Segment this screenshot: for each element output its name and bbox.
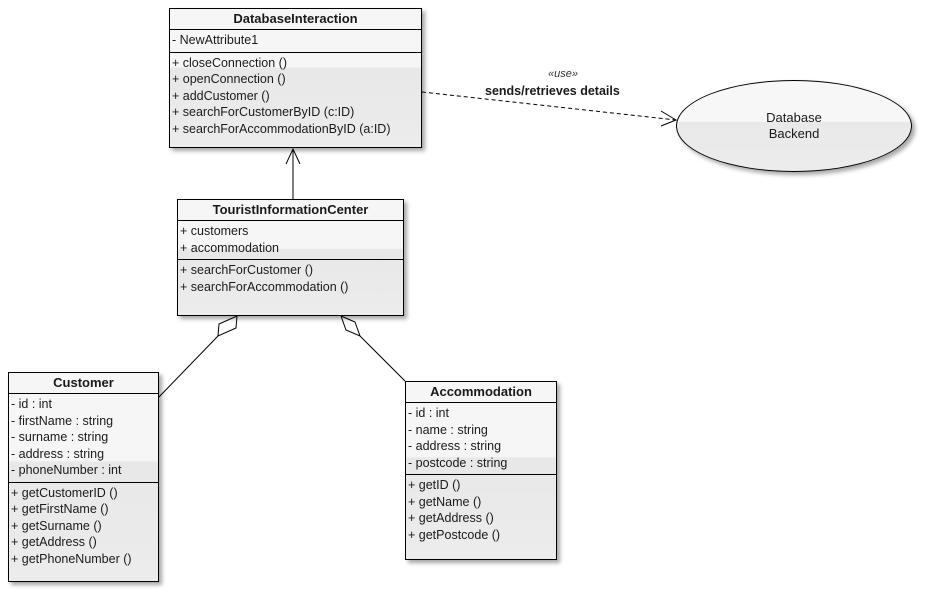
class-name: Accommodation — [406, 382, 556, 403]
aggregation-line-accommodation — [359, 335, 406, 382]
operation: + getPhoneNumber () — [11, 551, 132, 566]
node-label-line: Database — [766, 110, 822, 125]
attribute: - surname : string — [11, 430, 109, 444]
operation: + getAddress () — [408, 511, 494, 525]
attributes-compartment: - id : int - firstName : string - surnam… — [9, 394, 158, 482]
attribute: + customers — [180, 224, 249, 238]
database-interaction-class[interactable]: DatabaseInteraction - NewAttribute1 + cl… — [169, 8, 422, 148]
operation: + searchForCustomer () — [180, 263, 314, 277]
operation: + getID () — [408, 478, 461, 492]
operation: + getCustomerID () — [11, 485, 118, 500]
attributes-compartment: - id : int - name : string - address : s… — [406, 403, 556, 474]
operation: + searchForCustomerByID (c:ID) — [172, 105, 355, 119]
node-label-line: Backend — [768, 126, 820, 141]
operation: + getAddress () — [11, 535, 97, 549]
attribute: - NewAttribute1 — [172, 33, 259, 47]
accommodation-class[interactable]: Accommodation - id : int - name : string… — [405, 381, 557, 560]
dependency-arrowhead-icon — [660, 110, 678, 127]
aggregation-diamond-icon — [217, 315, 238, 337]
dependency-stereotype: «use» — [548, 68, 578, 80]
attribute: - id : int — [408, 406, 449, 420]
customer-class[interactable]: Customer - id : int - firstName : string… — [8, 372, 159, 582]
operation: + getName () — [408, 494, 482, 509]
operation: + getSurname () — [11, 518, 102, 533]
attribute: - address : string — [408, 439, 502, 453]
database-backend-node[interactable]: Database Backend — [676, 80, 912, 172]
attribute: - postcode : string — [408, 455, 508, 470]
class-name: DatabaseInteraction — [170, 9, 421, 30]
aggregation-line-customer — [157, 335, 219, 399]
attribute: - address : string — [11, 446, 105, 461]
operations-compartment: + getCustomerID () + getFirstName () + g… — [9, 481, 158, 571]
aggregation-diamond-icon — [340, 315, 361, 337]
attribute: - id : int — [11, 397, 52, 411]
operations-compartment: + closeConnection () + openConnection ()… — [170, 51, 421, 141]
open-arrowhead-icon — [285, 147, 301, 165]
operation: + addCustomer () — [172, 88, 270, 103]
operation: + getFirstName () — [11, 502, 109, 516]
operation: + getPostcode () — [408, 527, 501, 542]
attribute: - phoneNumber : int — [11, 463, 122, 477]
attributes-compartment: - NewAttribute1 — [170, 30, 421, 52]
attributes-compartment: + customers + accommodation — [178, 221, 403, 259]
class-name: TouristInformationCenter — [178, 200, 403, 221]
dependency-label: sends/retrieves details — [485, 84, 620, 98]
operation: + closeConnection () — [172, 55, 287, 70]
operations-compartment: + getID () + getName () + getAddress () … — [406, 474, 556, 546]
class-name: Customer — [9, 373, 158, 394]
attribute: - firstName : string — [11, 413, 114, 428]
operation: + openConnection () — [172, 72, 286, 86]
dependency-line — [421, 91, 677, 121]
tourist-information-center-class[interactable]: TouristInformationCenter + customers + a… — [177, 199, 404, 316]
operation: + searchForAccommodationByID (a:ID) — [172, 121, 391, 136]
operations-compartment: + searchForCustomer () + searchForAccomm… — [178, 259, 403, 298]
attribute: + accommodation — [180, 240, 280, 255]
operation: + searchForAccommodation () — [180, 279, 349, 294]
attribute: - name : string — [408, 422, 488, 437]
